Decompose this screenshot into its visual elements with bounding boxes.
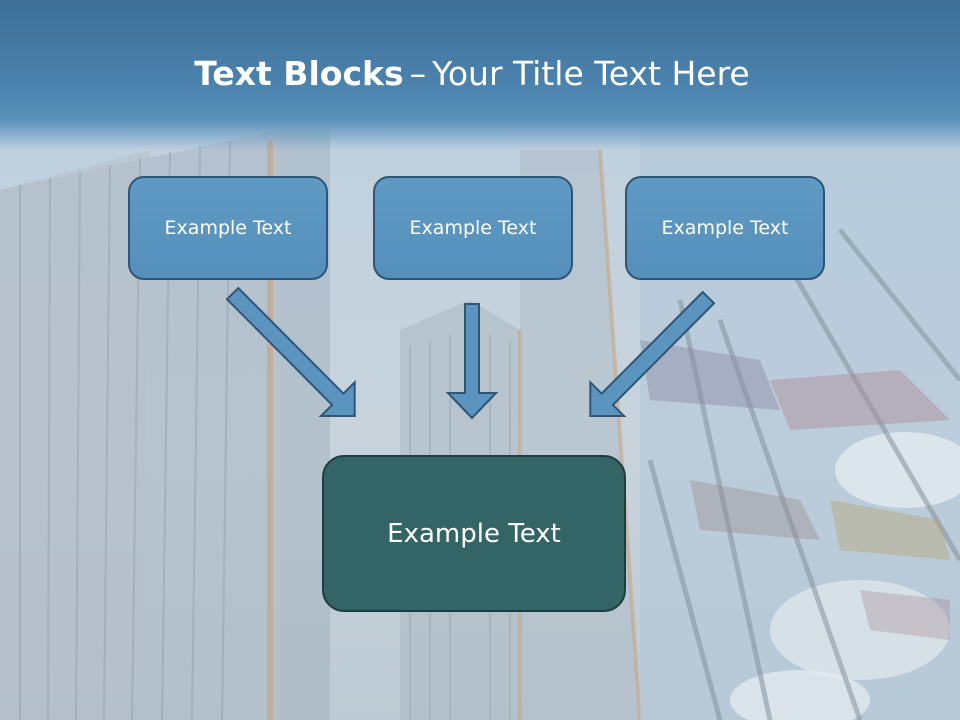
text-block-2[interactable]: Example Text	[373, 176, 573, 280]
title-separator: –	[409, 54, 427, 93]
title-strong: Text Blocks	[194, 54, 404, 93]
main-text-block[interactable]: Example Text	[322, 455, 626, 612]
arrow-down-icon	[445, 303, 499, 420]
arrow-left-icon	[225, 286, 356, 417]
slide-title: Text Blocks–Your Title Text Here	[0, 52, 944, 96]
text-block-1[interactable]: Example Text	[128, 176, 328, 280]
text-block-2-label: Example Text	[409, 217, 537, 239]
text-block-1-label: Example Text	[164, 217, 292, 239]
arrow-right-icon	[589, 290, 716, 417]
text-block-3[interactable]: Example Text	[625, 176, 825, 280]
main-text-block-label: Example Text	[387, 518, 561, 549]
text-block-3-label: Example Text	[661, 217, 789, 239]
title-rest: Your Title Text Here	[432, 54, 750, 93]
title-band	[0, 0, 960, 150]
